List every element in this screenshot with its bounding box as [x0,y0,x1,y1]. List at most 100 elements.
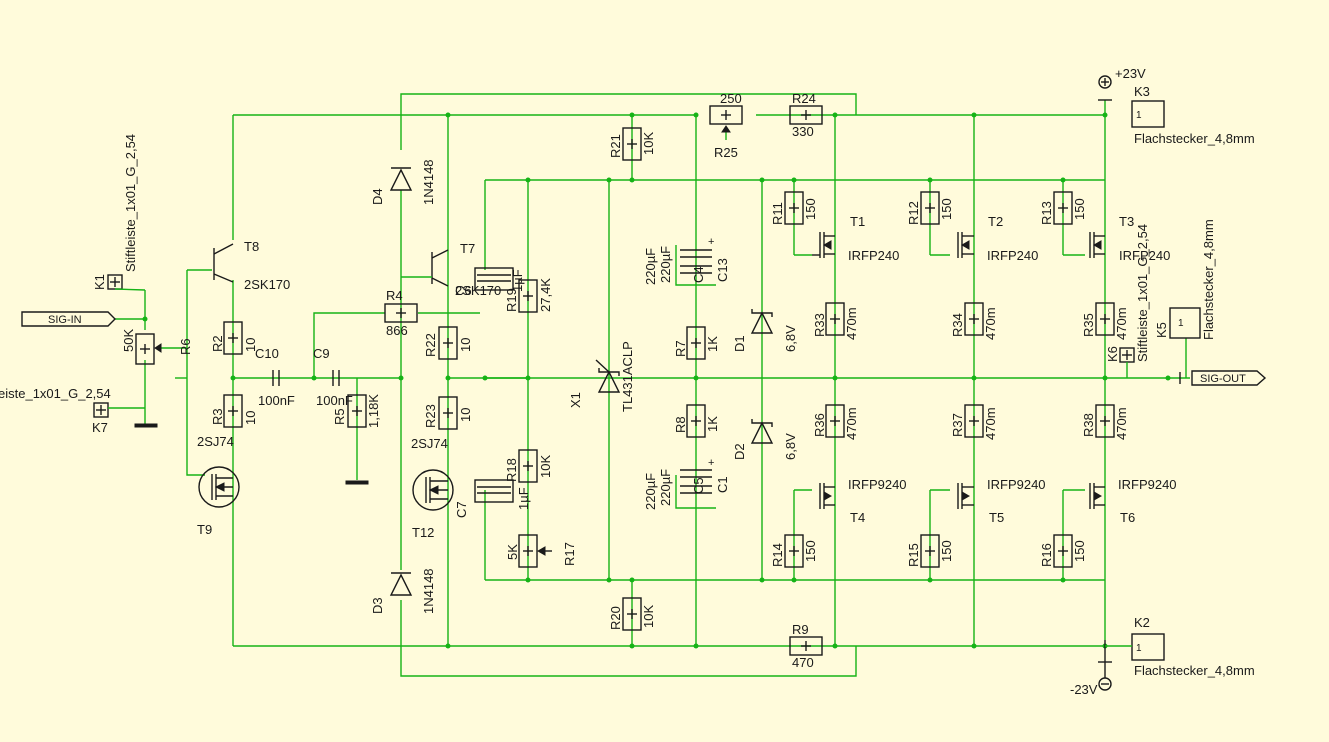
r16-value: 150 [1072,540,1087,562]
c9-value: 100nF [316,393,353,408]
connector-k5: 1 K5 Flachstecker_4,8mm [1154,219,1216,340]
capacitor-c1: + 220µF C1 [643,457,730,510]
resistor-r9: R9 470 [789,622,823,670]
t5-value: IRFP9240 [987,477,1046,492]
power-minus23: -23V [1070,640,1112,697]
r33-value: 470m [844,307,859,340]
resistor-r11: R11 150 [770,191,818,225]
k2-pin: 1 [1136,643,1142,654]
r15-label: R15 [906,543,921,567]
r34-value: 470m [983,307,998,340]
sig-out-label: SIG-OUT [1200,373,1246,385]
resistor-r20: R20 10K [608,597,656,631]
capacitor-c13: + 220µF C13 [643,236,730,285]
r8-value: 1K [705,416,720,432]
k1-value: Stiftleiste_1x01_G_2,54 [123,134,138,272]
resistor-r33: R33 470m [812,302,859,340]
t12-label: T12 [412,525,434,540]
mosfet-t1: T1 IRFP240 [812,214,899,263]
c4-value: 220µF [658,246,673,283]
resistor-r38: R38 470m [1081,404,1129,440]
resistor-r13: R13 150 [1039,191,1087,225]
connector-k3: 1 K3 Flachstecker_4,8mm [1131,84,1255,146]
k3-pin: 1 [1136,110,1142,121]
k1-label: K1 [92,274,107,290]
r20-value: 10K [641,605,656,628]
r8-label: R8 [673,416,688,433]
t4-label: T4 [850,510,865,525]
shunt-regulator-x1: X1 TL431ACLP [568,341,635,412]
r25-label: R25 [714,145,738,160]
connector-k2: 1 K2 Flachstecker_4,8mm [1105,615,1255,678]
t2-value: IRFP240 [987,248,1038,263]
c4-label: C4 [691,266,706,283]
r2-label: R2 [210,335,225,352]
mosfet-t6: IRFP9240 T6 [1089,477,1177,525]
r35-value: 470m [1114,307,1129,340]
ground-symbols [134,423,369,485]
junction-dots [142,112,1171,649]
r38-label: R38 [1081,413,1096,437]
r36-label: R36 [812,413,827,437]
k7-label: K7 [92,420,108,435]
d4-label: D4 [370,188,385,205]
potentiometer-r25: 250 R25 [709,91,743,160]
resistor-r18: R18 10K [504,449,553,483]
r4-value: 866 [386,323,408,338]
d1-label: D1 [732,335,747,352]
c13-label: C13 [715,258,730,282]
r2-value: 10 [243,338,258,352]
k5-label: K5 [1154,322,1169,338]
k5-value: Flachstecker_4,8mm [1201,219,1216,340]
r22-value: 10 [458,338,473,352]
k6-label: K6 [1105,346,1120,362]
jfet-t7: T7 2SK170 [401,241,501,298]
r3-value: 10 [243,411,258,425]
r7-label: R7 [673,340,688,357]
r19-value: 27,4K [538,278,553,312]
c10-value: 100nF [258,393,295,408]
resistor-r8: R8 1K [673,404,720,438]
mosfet-t3: T3 IRFP240 [1089,214,1170,263]
r12-value: 150 [939,198,954,220]
r36-value: 470m [844,407,859,440]
r9-value: 470 [792,655,814,670]
k2-label: K2 [1134,615,1150,630]
c7-value: 1µF [516,487,531,510]
r33-label: R33 [812,313,827,337]
resistor-r24: R24 330 [789,91,823,139]
r19-label: R19 [504,288,519,312]
r7-value: 1K [705,336,720,352]
c1-value: 220µF [643,473,658,510]
resistor-r15: R15 150 [906,534,954,568]
d1-value: 6,8V [783,325,798,352]
resistor-r2: R2 10 [210,321,258,355]
t3-label: T3 [1119,214,1134,229]
r4-label: R4 [386,288,403,303]
resistor-r35: R35 470m [1081,302,1129,340]
r23-label: R23 [423,404,438,428]
t3-value: IRFP240 [1119,248,1170,263]
d3-value: 1N4148 [421,568,436,614]
resistor-r12: R12 150 [906,191,954,225]
t5-label: T5 [989,510,1004,525]
r18-label: R18 [504,458,519,482]
c6-value: 1µF [510,269,525,292]
t9-value: 2SJ74 [197,434,234,449]
t1-value: IRFP240 [848,248,899,263]
capacitor-c4: 220µF C4 [658,246,712,283]
r15-value: 150 [939,540,954,562]
c1-label: C1 [715,476,730,493]
connector-k1: K1 Stiftleiste_1x01_G_2,54 [92,134,146,291]
resistor-r19: R19 27,4K [504,278,553,313]
r24-label: R24 [792,91,816,106]
resistor-r16: R16 150 [1039,534,1087,568]
power-plus23: +23V [1098,66,1146,101]
r11-label: R11 [770,202,785,225]
d2-value: 6,8V [783,433,798,460]
c5-value: 220µF [658,469,673,506]
t7-label: T7 [460,241,475,256]
t7-value: 2SK170 [455,283,501,298]
r16-label: R16 [1039,543,1054,567]
resistor-r14: R14 150 [770,534,818,568]
